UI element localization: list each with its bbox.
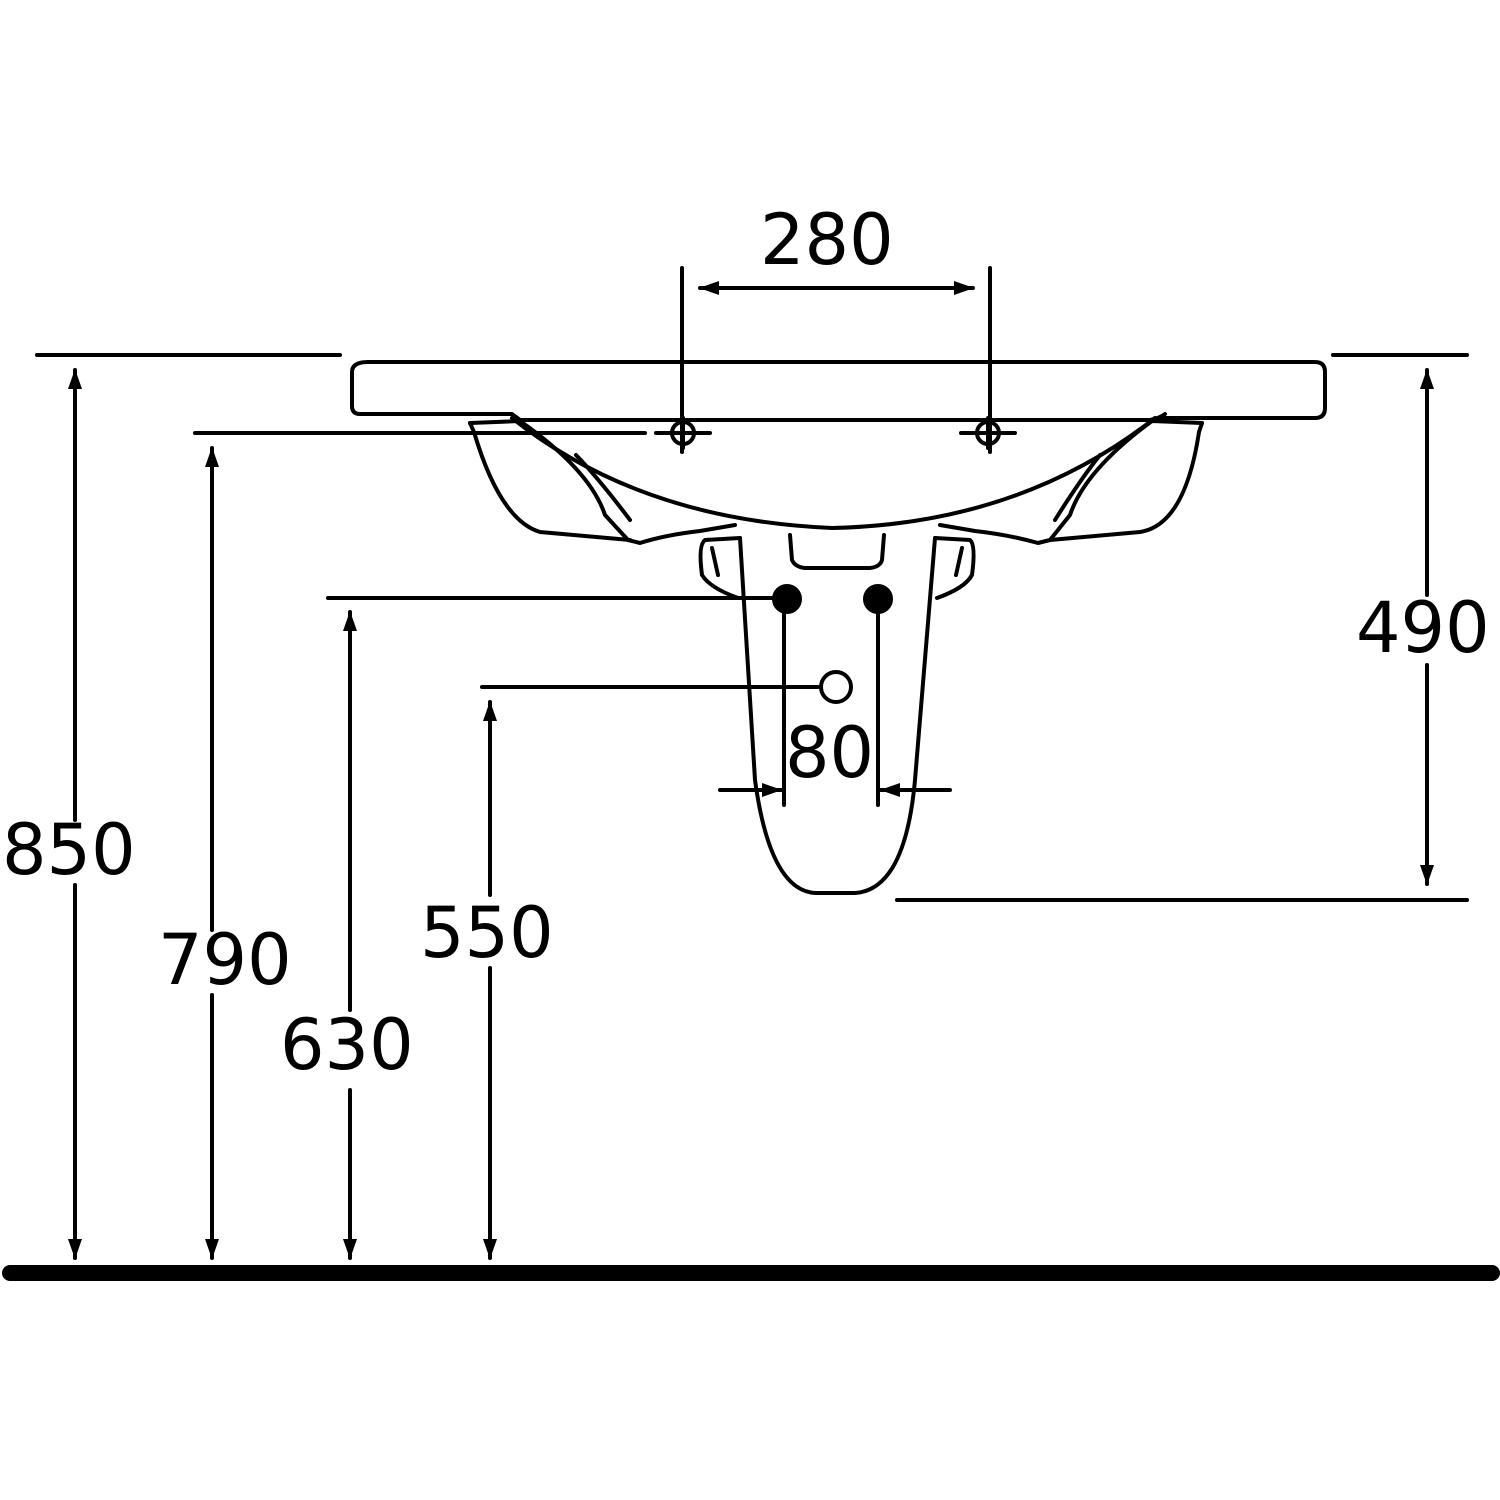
dim-550-lines bbox=[480, 685, 820, 1260]
dim-label-550: 550 bbox=[420, 892, 554, 974]
dim-280-lines bbox=[680, 266, 992, 454]
dim-850-lines bbox=[35, 353, 342, 1260]
pedestal-inner-right bbox=[954, 546, 964, 577]
dim-80-lines bbox=[718, 610, 952, 807]
waste-outlet bbox=[819, 670, 853, 704]
dim-label-280: 280 bbox=[760, 199, 894, 281]
dim-790-lines bbox=[193, 431, 647, 1260]
dim-label-490: 490 bbox=[1356, 587, 1490, 669]
dim-label-790: 790 bbox=[158, 919, 292, 1001]
dim-label-630: 630 bbox=[280, 1004, 414, 1086]
basin-right-wing bbox=[1048, 421, 1204, 542]
basin-right-channel bbox=[938, 419, 1204, 545]
pedestal-outline bbox=[738, 536, 937, 895]
basin-right-channel-inner bbox=[1053, 453, 1102, 522]
basin-bowl bbox=[510, 416, 1157, 530]
pedestal-waste-notch bbox=[788, 533, 886, 570]
supply-point-right bbox=[863, 584, 893, 614]
basin-left-channel bbox=[468, 419, 737, 545]
dim-630-lines bbox=[326, 596, 774, 1260]
pedestal-inner-left bbox=[710, 546, 720, 577]
basin-left-channel-inner bbox=[574, 453, 632, 522]
pedestal-top-left-lip bbox=[698, 536, 742, 600]
basin-top-slab bbox=[350, 360, 1327, 422]
pedestal-top-right-lip bbox=[933, 536, 976, 600]
basin-left-wing bbox=[468, 421, 632, 542]
dim-label-850: 850 bbox=[2, 809, 136, 891]
supply-point-left bbox=[772, 584, 802, 614]
dim-490-lines bbox=[895, 353, 1469, 902]
dim-label-80: 80 bbox=[785, 712, 875, 794]
